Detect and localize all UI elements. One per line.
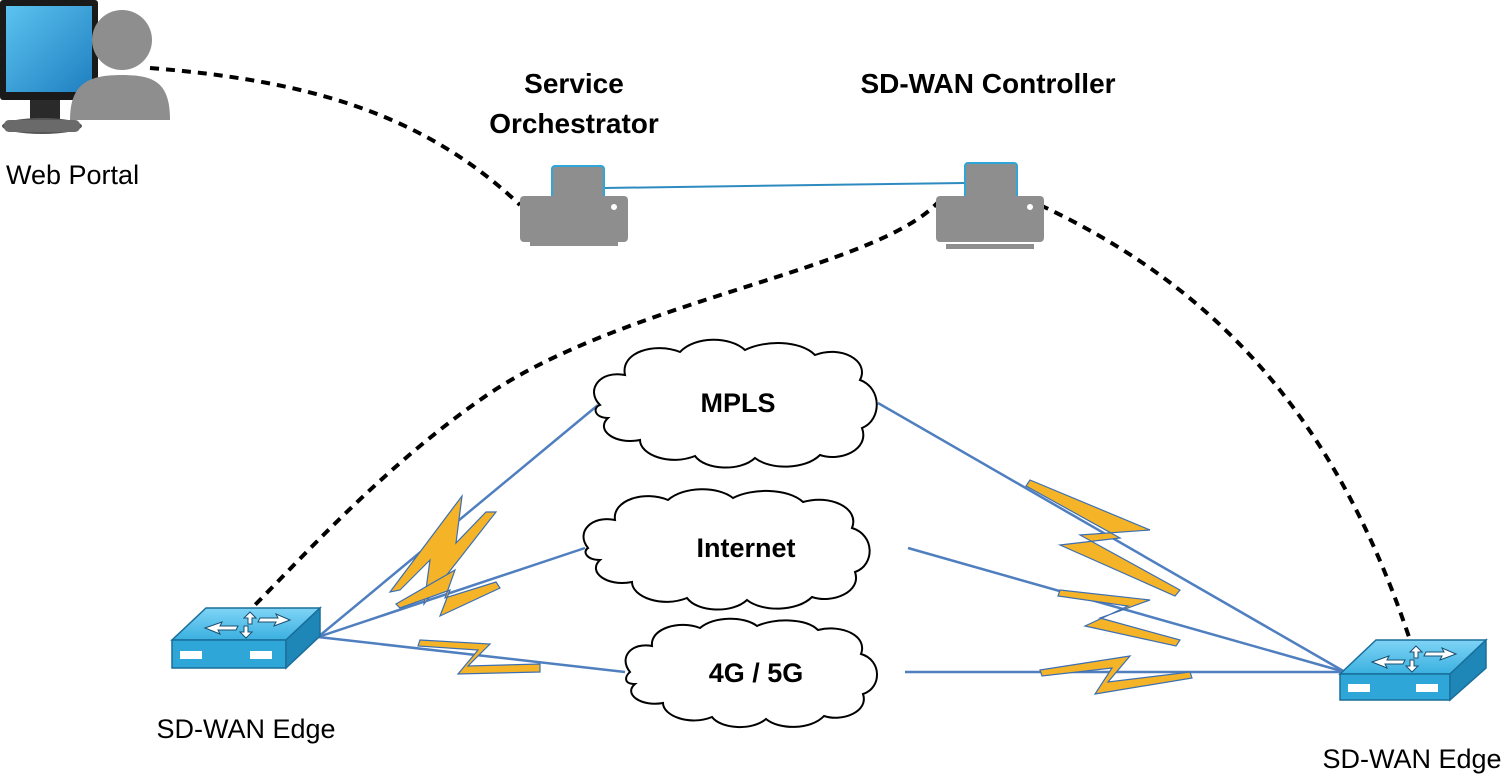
link-edge-left-internet [317,546,586,639]
service-orchestrator-label-line2: Orchestrator [489,108,659,139]
service-orchestrator-label-line1: Service [524,68,624,99]
web-portal-node: Web Portal [0,0,170,190]
user-workstation-icon [0,0,170,134]
server-icon [936,162,1044,249]
lightning-bolt-internet-left [395,568,501,618]
sdwan-edge-left-label: SD-WAN Edge [156,714,335,744]
sdwan-edge-right-label: SD-WAN Edge [1322,744,1501,774]
cloud-icon [624,617,878,729]
cloud-label-internet: Internet [696,533,795,563]
link-internet-edge-right [907,546,1346,674]
link-edge-left-4g5g [317,635,626,674]
router-icon [1338,638,1488,702]
lightning-bolt-internet-right [1057,589,1181,647]
service-orchestrator-node: Service Orchestrator [489,68,659,246]
link-orchestrator-controller [603,182,966,189]
sdwan-controller-node: SD-WAN Controller [860,68,1116,249]
web-portal-label: Web Portal [6,160,139,190]
cloud-4g5g: 4G / 5G [624,617,878,729]
dashed-link-portal-orchestrator [149,66,522,207]
sdwan-edge-right-node: SD-WAN Edge [1322,638,1502,774]
cloud-icon [593,338,878,469]
cloud-internet: Internet [582,488,871,611]
cloud-icon [582,488,871,611]
cloud-mpls: MPLS [593,338,878,469]
sdwan-controller-label: SD-WAN Controller [860,68,1115,99]
cloud-label-mpls: MPLS [700,388,775,418]
server-icon [520,165,628,246]
dashed-link-controller-edge-right [1039,203,1412,641]
lightning-bolt-4g-right [1039,655,1193,695]
lightning-bolt-mpls-right [1025,479,1181,597]
lightning-bolt-4g-left [417,639,541,675]
management-links [149,66,1412,641]
dashed-link-controller-edge-left [246,198,942,614]
sdwan-edge-left-node: SD-WAN Edge [156,606,336,744]
router-icon [170,606,322,670]
cloud-label-4g5g: 4G / 5G [709,658,804,688]
wireless-bolts [388,479,1193,695]
lightning-bolt-mpls-left [388,493,498,607]
